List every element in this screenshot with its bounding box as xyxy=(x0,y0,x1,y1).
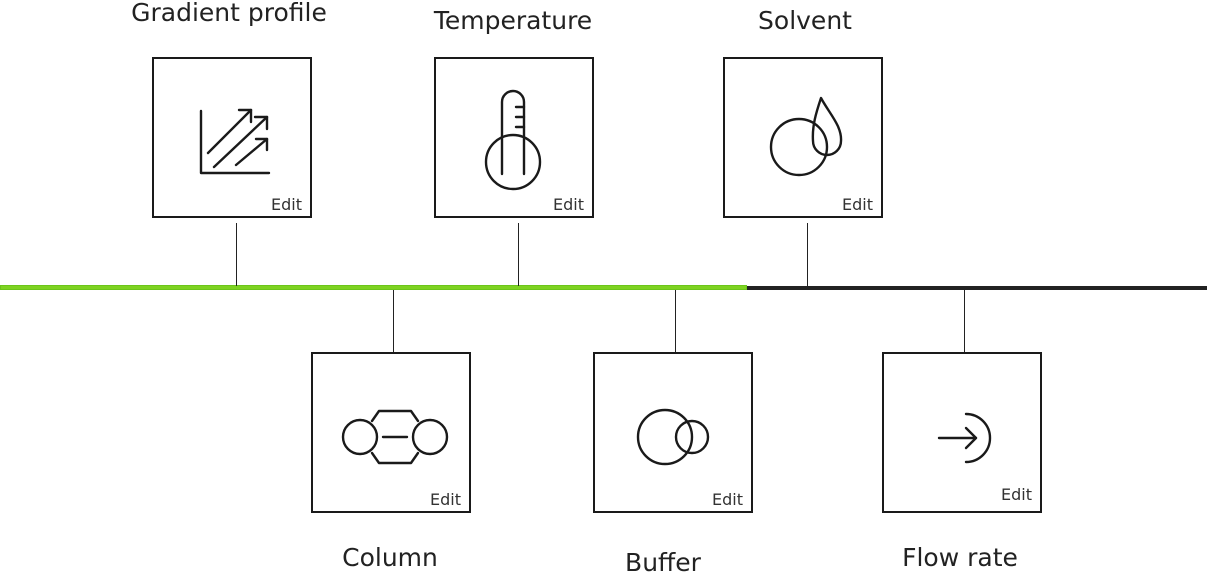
edit-button-column[interactable]: Edit xyxy=(430,490,461,509)
timeline-remaining-bar xyxy=(747,286,1207,290)
step-card-flow-rate[interactable]: Edit xyxy=(882,352,1042,513)
timeline-progress-bar xyxy=(0,285,747,290)
step-label-buffer: Buffer xyxy=(625,548,701,577)
step-label-solvent: Solvent xyxy=(758,6,852,35)
column-icon xyxy=(341,409,449,465)
connector-buffer xyxy=(675,290,676,353)
buffer-icon xyxy=(636,408,710,466)
gradient-chart-icon xyxy=(199,108,271,175)
step-card-column[interactable]: Edit xyxy=(311,352,471,513)
step-card-temperature[interactable]: Edit xyxy=(434,57,594,218)
flow-rate-icon xyxy=(937,412,992,464)
connector-solvent xyxy=(807,223,808,286)
edit-button-solvent[interactable]: Edit xyxy=(842,195,873,214)
step-label-flow-rate: Flow rate xyxy=(902,543,1018,572)
connector-temperature xyxy=(518,223,519,286)
step-label-column: Column xyxy=(342,543,438,572)
step-label-gradient-profile: Gradient profile xyxy=(131,0,327,27)
step-card-buffer[interactable]: Edit xyxy=(593,352,753,513)
connector-flow-rate xyxy=(964,290,965,353)
edit-button-temperature[interactable]: Edit xyxy=(553,195,584,214)
connector-gradient-profile xyxy=(236,223,237,286)
thermometer-icon xyxy=(484,89,542,191)
step-card-solvent[interactable]: Edit xyxy=(723,57,883,218)
edit-button-flow-rate[interactable]: Edit xyxy=(1001,485,1032,504)
connector-column xyxy=(393,290,394,353)
step-card-gradient-profile[interactable]: Edit xyxy=(152,57,312,218)
edit-button-gradient-profile[interactable]: Edit xyxy=(271,195,302,214)
solvent-drop-icon xyxy=(769,96,843,177)
step-label-temperature: Temperature xyxy=(433,6,593,35)
edit-button-buffer[interactable]: Edit xyxy=(712,490,743,509)
